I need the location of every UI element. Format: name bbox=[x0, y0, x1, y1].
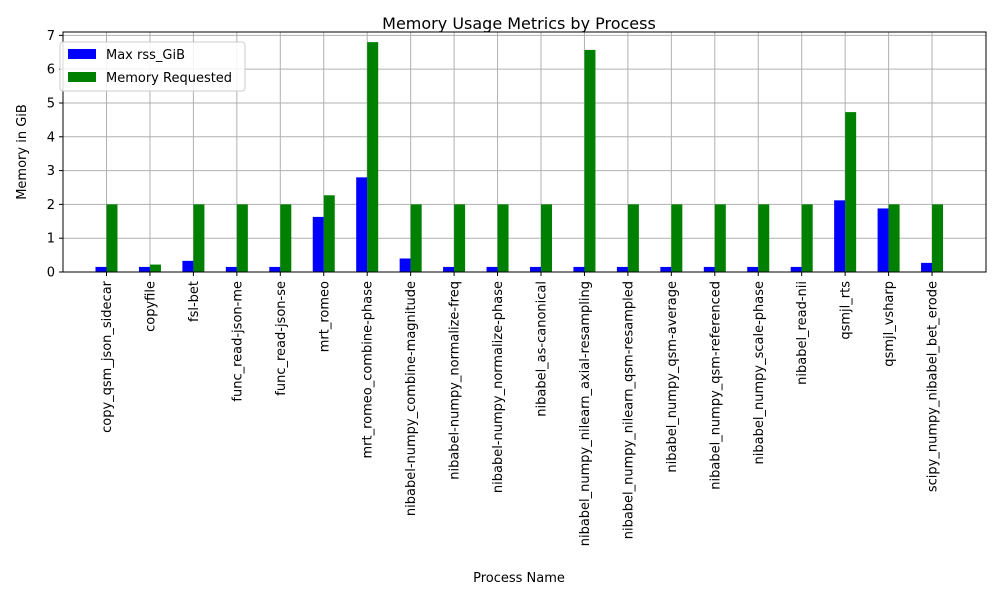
legend-box bbox=[59, 41, 246, 92]
legend-label-max-rss: Max rss_GiB bbox=[106, 48, 185, 63]
bar-memory-requested bbox=[280, 204, 292, 272]
x-tick-label: qsmjl_vsharp bbox=[882, 281, 897, 367]
bar-max-rss bbox=[182, 260, 194, 272]
bar-memory-requested bbox=[497, 204, 509, 272]
bar-memory-requested bbox=[845, 112, 857, 273]
bar-memory-requested bbox=[671, 204, 683, 272]
x-tick-label: mrt_romeo bbox=[317, 281, 332, 352]
bar-max-rss bbox=[530, 266, 541, 272]
y-tick-label: 6 bbox=[47, 63, 55, 78]
bar-memory-requested bbox=[627, 204, 639, 272]
bar-max-rss bbox=[138, 266, 150, 272]
legend-label-memory-requested: Memory Requested bbox=[106, 71, 232, 86]
x-tick-label: nibabel_numpy_qsm-referenced bbox=[708, 281, 723, 490]
x-axis-title: Process Name bbox=[473, 571, 565, 586]
x-axis-ticks: copy_qsm_json_sidecar copyfile fsl-bet func… bbox=[100, 272, 941, 546]
x-tick-label: scipy_numpy_nibabel_bet_erode bbox=[926, 281, 941, 492]
y-tick-label: 2 bbox=[47, 198, 55, 213]
x-tick-label: qsmjl_rts bbox=[839, 281, 854, 340]
bar-memory-requested bbox=[323, 195, 335, 272]
bar-max-rss bbox=[95, 266, 107, 272]
bar-memory-requested bbox=[454, 204, 466, 272]
x-tick-label: nibabel-numpy_normalize-phase bbox=[491, 281, 506, 493]
bar-max-rss bbox=[660, 266, 672, 272]
bar-max-rss bbox=[573, 266, 585, 272]
legend: Max rss_GiB Memory Requested bbox=[59, 41, 246, 92]
legend-swatch-max-rss bbox=[68, 49, 96, 59]
x-tick-label: func_read-json-me bbox=[230, 281, 245, 402]
bar-max-rss bbox=[790, 266, 802, 272]
x-tick-label: nibabel-numpy_combine-magnitude bbox=[404, 281, 419, 516]
bar-max-rss bbox=[225, 266, 237, 272]
bar-memory-requested bbox=[367, 42, 379, 273]
bar-memory-requested bbox=[193, 204, 205, 272]
bar-max-rss bbox=[834, 200, 846, 272]
bar-memory-requested bbox=[236, 204, 248, 272]
legend-swatch-memory-requested bbox=[68, 72, 96, 82]
bar-memory-requested bbox=[888, 204, 900, 272]
bar-max-rss bbox=[399, 258, 411, 272]
bar-max-rss bbox=[616, 266, 628, 272]
y-tick-label: 0 bbox=[47, 266, 55, 281]
y-tick-label: 5 bbox=[47, 96, 55, 111]
y-axis-title: Memory in GiB bbox=[15, 104, 30, 200]
bar-max-rss bbox=[443, 266, 455, 272]
bar-memory-requested bbox=[758, 204, 770, 272]
y-tick-label: 7 bbox=[47, 29, 55, 44]
x-tick-label: copyfile bbox=[143, 281, 158, 332]
x-tick-label: nibabel-numpy_normalize-freq bbox=[448, 281, 463, 480]
y-tick-label: 3 bbox=[47, 164, 55, 179]
x-tick-label: nibabel_read-nii bbox=[795, 281, 810, 385]
bar-memory-requested bbox=[106, 204, 118, 272]
bar-max-rss bbox=[877, 208, 889, 272]
x-tick-label: nibabel_as-canonical bbox=[535, 281, 550, 417]
bar-memory-requested bbox=[932, 204, 944, 272]
bar-max-rss bbox=[356, 177, 368, 272]
bar-max-rss bbox=[703, 266, 715, 272]
x-tick-label: fsl-bet bbox=[187, 281, 202, 322]
bars bbox=[95, 42, 944, 273]
y-axis-ticks: 0 1 2 3 4 5 6 7 bbox=[47, 29, 63, 281]
bar-memory-requested bbox=[714, 204, 726, 272]
y-tick-label: 1 bbox=[47, 232, 55, 247]
bar-max-rss bbox=[312, 216, 324, 272]
plot-frame bbox=[62, 31, 987, 273]
x-tick-label: mrt_romeo_combine-phase bbox=[361, 281, 376, 459]
bar-max-rss bbox=[486, 266, 498, 272]
bar-memory-requested bbox=[541, 204, 552, 272]
x-tick-label: nibabel_numpy_nilearn_axial-resampling bbox=[578, 281, 593, 546]
bar-max-rss bbox=[747, 266, 759, 272]
x-tick-label: func_read-json-se bbox=[274, 281, 289, 396]
bar-memory-requested bbox=[801, 204, 813, 272]
x-tick-label: nibabel_numpy_qsm-average bbox=[665, 281, 680, 473]
bar-max-rss bbox=[921, 262, 933, 272]
bar-memory-requested bbox=[149, 264, 161, 272]
x-tick-label: nibabel_numpy_nilearn_qsm-resampled bbox=[621, 281, 636, 539]
bar-memory-requested bbox=[584, 49, 596, 272]
x-tick-label: nibabel_numpy_scale-phase bbox=[752, 281, 767, 464]
x-tick-label: copy_qsm_json_sidecar bbox=[100, 280, 115, 433]
y-tick-label: 4 bbox=[47, 130, 55, 145]
bar-memory-requested bbox=[410, 204, 422, 272]
bar-max-rss bbox=[269, 266, 281, 272]
chart-title: Memory Usage Metrics by Process bbox=[382, 14, 656, 33]
